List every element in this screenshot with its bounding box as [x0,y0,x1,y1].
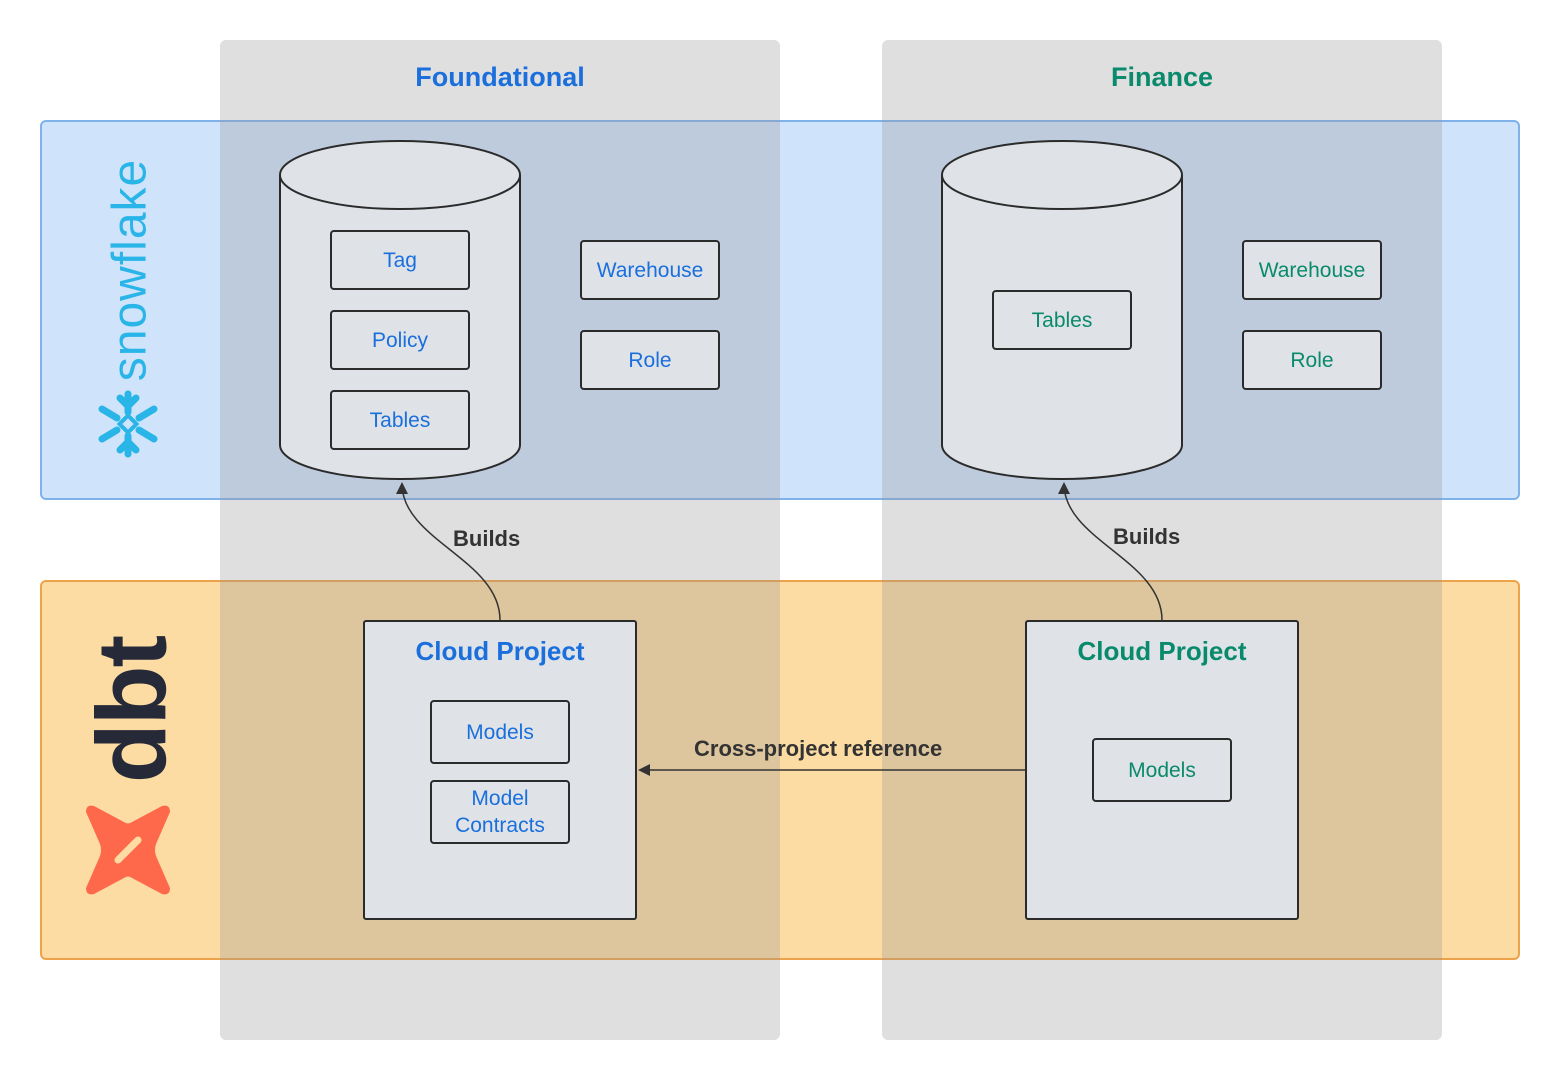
project-title-finance: Cloud Project [1077,636,1247,666]
dbt-logo: dbt [60,610,200,930]
models-node-foundational: Models [430,700,570,764]
tag-node: Tag [330,230,470,290]
policy-node: Policy [330,310,470,370]
builds-label-finance: Builds [1113,524,1181,549]
project-title-foundational: Cloud Project [415,636,585,666]
dbt-icon [86,805,170,895]
warehouse-node-finance: Warehouse [1242,240,1382,300]
snowflake-icon [98,390,158,458]
cloud-project-foundational: Cloud Project [363,620,637,920]
role-node-finance: Role [1242,330,1382,390]
warehouse-node-foundational: Warehouse [580,240,720,300]
builds-arrow-foundational [396,482,501,621]
cross-project-label: Cross-project reference [694,736,943,761]
builds-arrow-finance [1058,482,1163,621]
role-node-foundational: Role [580,330,720,390]
tables-node-foundational: Tables [330,390,470,450]
foundational-title: Foundational [415,62,585,92]
finance-title: Finance [1110,62,1214,92]
snowflake-logo: snowflake [60,150,200,470]
tables-node-finance: Tables [992,290,1132,350]
models-node-finance: Models [1092,738,1232,802]
builds-label-foundational: Builds [453,526,521,551]
model-contracts-node: Model Contracts [430,780,570,844]
